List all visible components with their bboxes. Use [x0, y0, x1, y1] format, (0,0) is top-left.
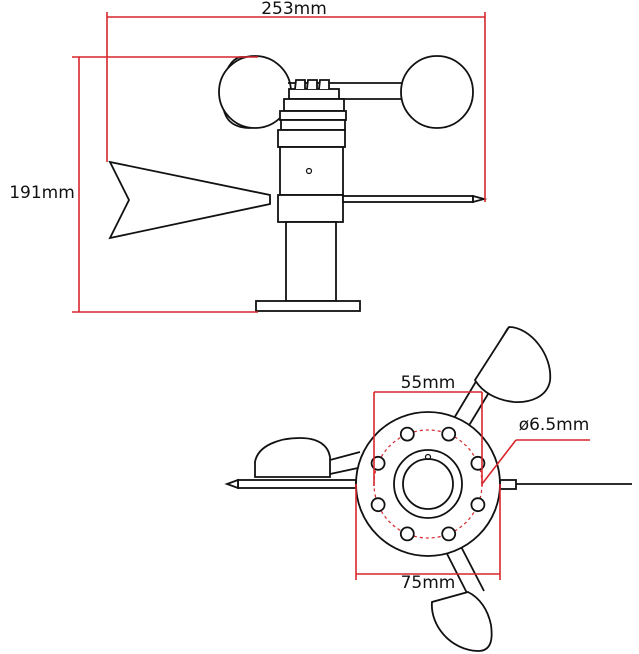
dimension-width: 253mm [106, 0, 486, 202]
bolt-hole [441, 426, 457, 442]
plan-tail-stub [499, 479, 632, 490]
height-label-backing [6, 178, 78, 204]
dimension-bolt-circle: 55mm [373, 373, 483, 486]
left-cup [218, 55, 292, 129]
wind-vane-tail [108, 160, 271, 240]
bolt-hole [470, 455, 486, 471]
plan-cup-upper [446, 326, 552, 438]
mast [255, 221, 361, 312]
bolt-hole [370, 455, 386, 471]
bolt-holes [370, 426, 486, 542]
bolt-hole [399, 426, 415, 442]
bolt-circle-dimension-label: 55mm [401, 373, 456, 393]
bolt-hole [399, 526, 415, 542]
dimension-hole-diameter: ø6.5mm [481, 415, 590, 485]
width-dimension-label: 253mm [261, 0, 327, 19]
plan-cup-left [254, 437, 361, 478]
bolt-hole [441, 526, 457, 542]
mounting-flange [355, 411, 501, 557]
dimension-height: 191mm [6, 56, 258, 313]
hub [277, 79, 347, 223]
flange-dimension-label: 75mm [401, 573, 456, 593]
pointer-rod [342, 194, 488, 204]
hole-diameter-dimension-label: ø6.5mm [519, 415, 590, 435]
bolt-hole [470, 497, 486, 513]
bolt-hole [370, 497, 386, 513]
height-dimension-label: 191mm [9, 183, 75, 203]
plan-pointer-rod [224, 478, 357, 490]
plan-view: 55mm ø6.5mm 75mm [224, 326, 632, 652]
dimension-flange: 75mm [355, 484, 501, 593]
side-elevation-view: 253mm 191mm [6, 0, 488, 313]
right-cup [400, 55, 474, 129]
